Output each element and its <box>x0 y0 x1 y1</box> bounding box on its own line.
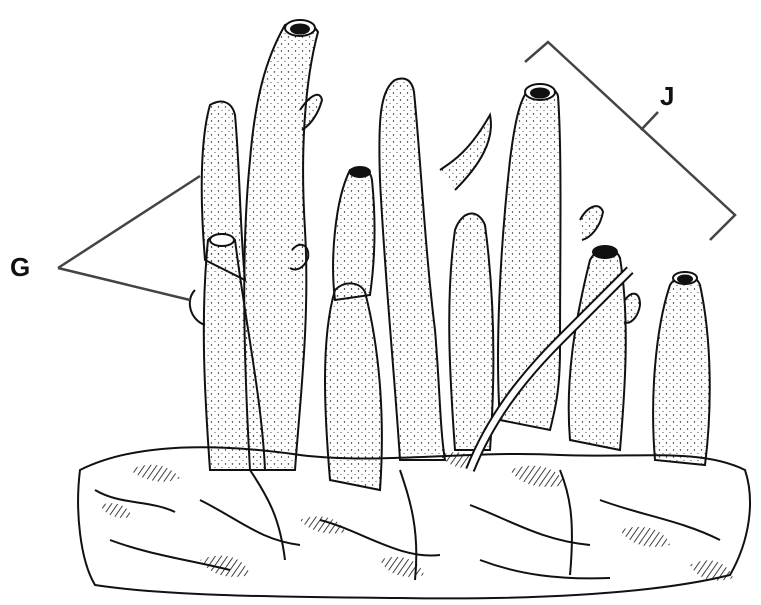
leader-line-g-lower <box>58 268 190 300</box>
label-g: G <box>10 254 30 280</box>
label-j: J <box>660 83 674 109</box>
tube <box>333 168 374 300</box>
leader-line-g-upper <box>58 176 200 268</box>
leader-line-j <box>641 112 658 130</box>
tube <box>449 214 493 450</box>
tube <box>325 283 382 490</box>
tube <box>653 275 710 465</box>
sponge-tubes <box>190 20 710 490</box>
tube <box>379 79 445 461</box>
